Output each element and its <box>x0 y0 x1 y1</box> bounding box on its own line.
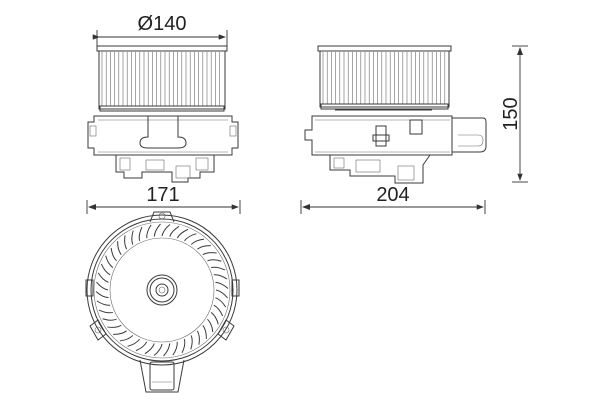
blade-curve <box>161 224 171 237</box>
blade-curve <box>210 312 219 325</box>
blade-curve <box>207 259 222 262</box>
blade-curve <box>213 274 228 280</box>
side-view <box>304 45 487 184</box>
blade-curve <box>207 318 214 333</box>
blade-curve <box>215 289 228 299</box>
blade-curve <box>113 330 127 335</box>
outer-ring <box>86 214 238 366</box>
outlet-duct <box>139 359 185 393</box>
blade-curve <box>215 297 227 308</box>
right-mount <box>217 319 235 341</box>
motor-housing <box>87 115 239 156</box>
connector-assembly-side <box>329 154 431 184</box>
blade-curve <box>117 241 122 255</box>
dimension-front-width: 171 <box>86 184 241 214</box>
connector-assembly <box>115 155 215 183</box>
blade-curve <box>163 343 171 357</box>
left-mount <box>89 319 107 341</box>
blade-curve <box>135 341 148 352</box>
blade-curve <box>197 245 211 250</box>
dimension-diameter: Ø140 <box>92 13 228 46</box>
blade-curve <box>127 338 140 347</box>
dimension-height: 150 <box>500 45 528 183</box>
blade-curve <box>100 263 111 276</box>
blade-curve <box>138 226 143 241</box>
blade-curve <box>131 230 134 245</box>
dimension-label-side-width: 204 <box>376 184 409 206</box>
blade-curve <box>96 281 109 291</box>
fan-wheel-side <box>317 45 452 111</box>
blade-curve <box>144 343 155 355</box>
blade-curve <box>124 235 128 250</box>
blade-curve <box>97 272 109 283</box>
fan-blades <box>95 223 229 357</box>
blade-curve <box>172 341 178 356</box>
blade-curve <box>202 325 207 339</box>
blade-curve <box>119 335 134 342</box>
blade-curve <box>146 224 152 239</box>
bottom-view <box>85 211 240 393</box>
right-clip <box>231 279 240 297</box>
blade-curve <box>98 309 113 314</box>
hub <box>146 274 178 306</box>
blade-curve <box>211 266 226 271</box>
blade-curve <box>213 304 224 317</box>
fan-wheel <box>96 45 228 112</box>
blade-curve <box>176 228 189 239</box>
front-view <box>87 45 239 183</box>
blade-curve <box>184 233 197 242</box>
blade-curve <box>202 252 217 256</box>
dimension-label-front-width: 171 <box>146 184 179 206</box>
blade-curve <box>102 318 117 321</box>
motor-housing-side <box>304 115 487 156</box>
dimension-side-width: 204 <box>300 184 486 214</box>
blade-curve <box>215 281 229 289</box>
blade-curve <box>190 335 193 350</box>
blade-curve <box>107 324 122 328</box>
dimension-label-diameter: Ø140 <box>138 13 187 35</box>
blade-curve <box>181 339 186 354</box>
blade-curve <box>169 225 180 237</box>
blade-curve <box>196 330 200 345</box>
blade-curve <box>96 300 111 306</box>
blade-curve <box>95 291 109 299</box>
top-mount-tab <box>149 211 175 223</box>
dimension-label-height: 150 <box>500 97 522 130</box>
blade-curve <box>190 238 205 245</box>
blade-curve <box>153 223 161 237</box>
blade-curve <box>110 247 117 262</box>
blade-curve <box>105 255 114 268</box>
blade-curve <box>153 343 163 356</box>
left-clip <box>85 279 94 297</box>
